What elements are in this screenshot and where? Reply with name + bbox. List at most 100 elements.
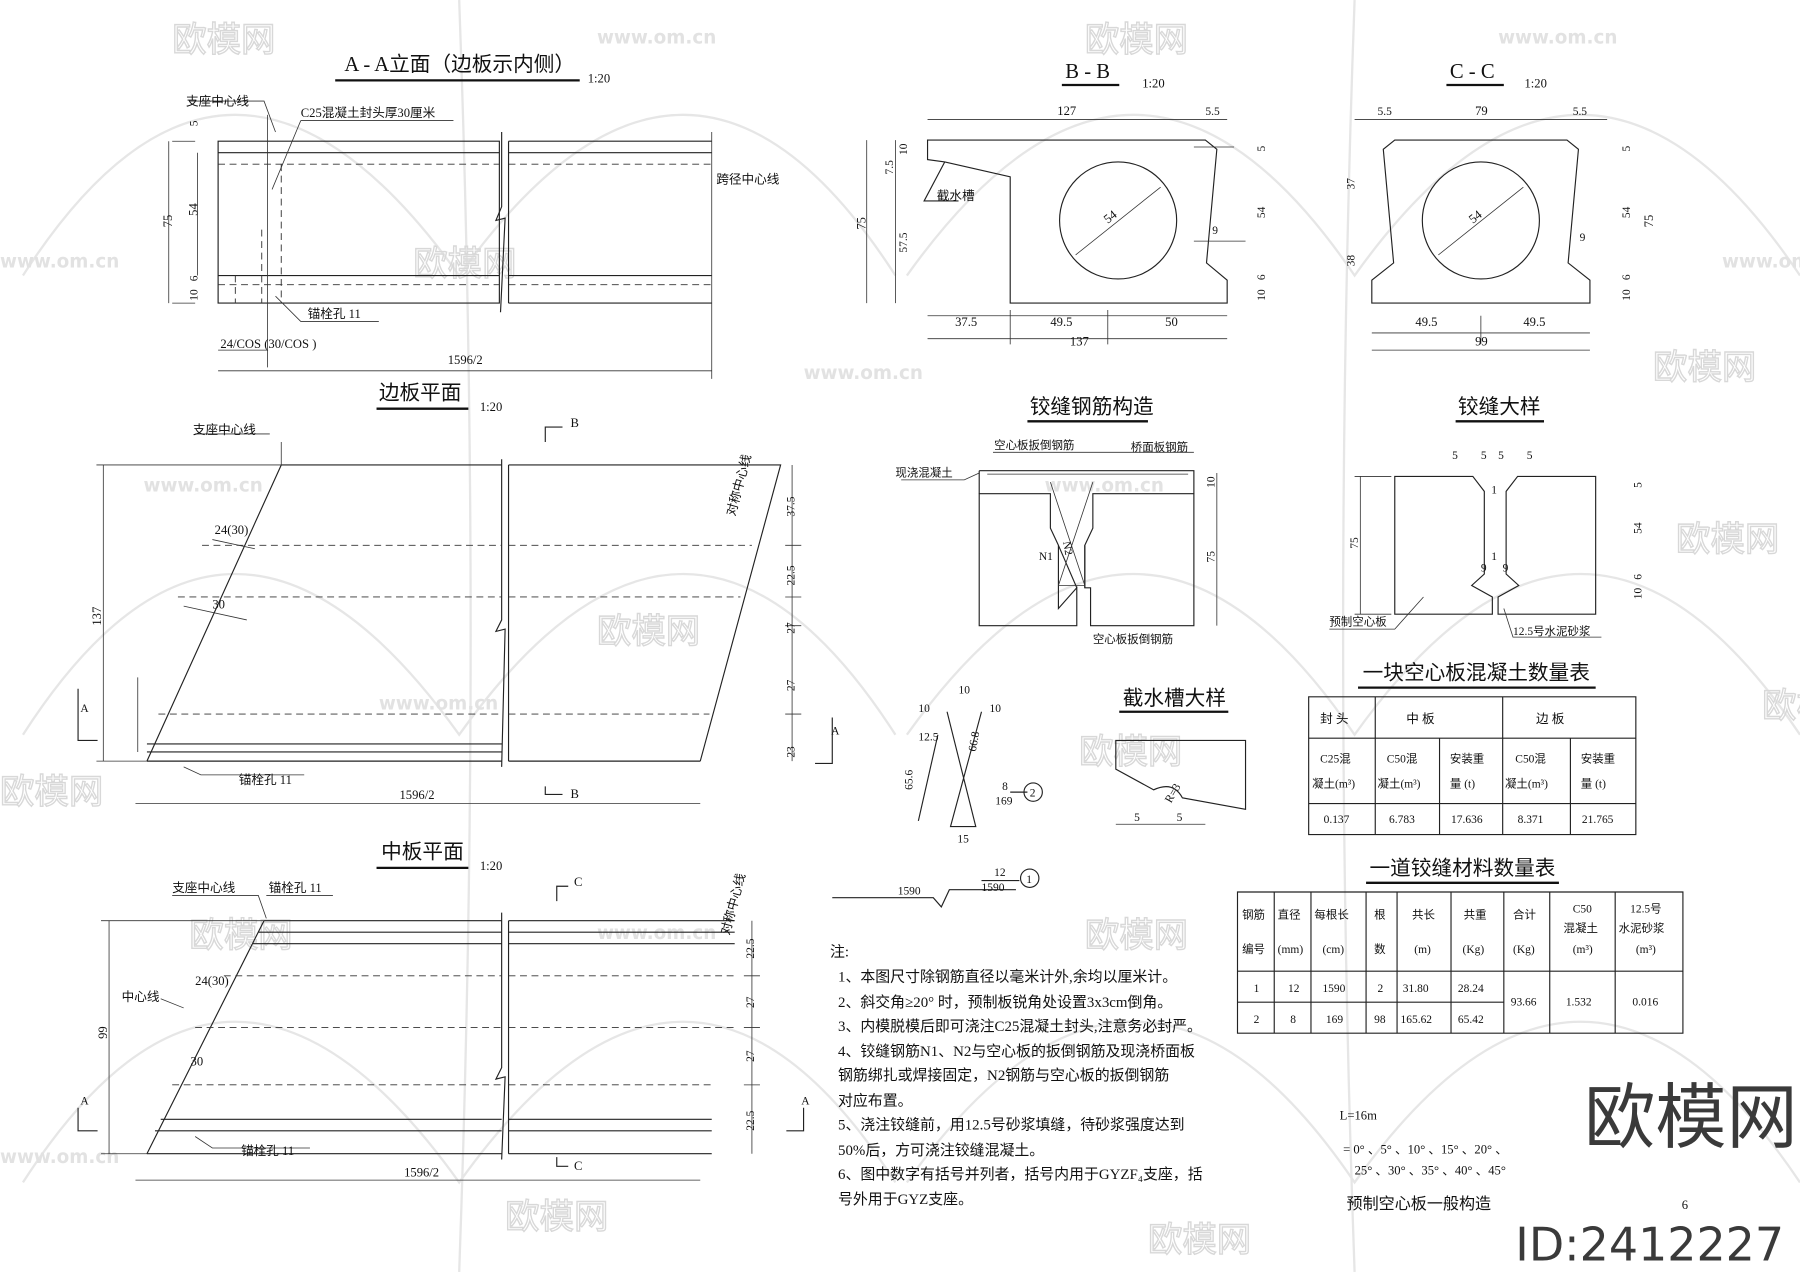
label-title_block-drawing_title: 预制空心板一般构造 [1347,1195,1492,1213]
label-cc-right-2: 75 [1642,215,1656,228]
label-rebar_shapes-n1-3: 1 [1026,874,1032,886]
label-watermark-url: www.om.cn [597,28,716,49]
label-bb-top-1: 5.5 [1205,106,1220,118]
label-aa-seal_note: C25混凝土封头厚30厘米 [301,105,436,120]
label-bb-title: B - B [1065,61,1110,83]
label-edge_plan-right_dims-4: 23 [785,746,797,758]
label-cc-title: C - C [1450,61,1495,83]
label-material_table-headers-7-2: (m³) [1573,944,1593,956]
rebar-shapes: 10 10 10 12.5 66.8 65.6 15 8 169 2 1590 … [832,684,1043,908]
label-watermark-brand: 欧模网 [505,1197,608,1237]
label-watermark-url: www.om.cn [1722,252,1800,273]
label-bb-left-1: 10 [898,143,910,155]
label-concrete_table-headers-0-0: C25混 [1320,752,1351,765]
label-watermark-url: www.om.cn [0,252,119,273]
label-notes-heading: 注: [830,943,849,960]
label-watermark-url: www.om.cn [597,923,716,944]
label-material_table-mortar: 0.016 [1632,997,1658,1009]
label-mid_plan-width: 99 [96,1026,110,1039]
label-hinge_detail-mid-1: 1 [1491,551,1497,563]
label-notes-lines-1: 2、斜交角≥20° 时，预制板锐角处设置3x3cm倒角。 [838,993,1172,1011]
label-watermark-url: www.om.cn [804,363,923,384]
label-concrete_table-headers-1-1: 凝土(m³) [1378,777,1421,791]
label-material_table-rows-0-3: 2 [1378,983,1384,995]
label-watermark-url: www.om.cn [143,475,262,496]
label-material_table-headers-4-1: (m) [1414,944,1431,956]
label-watermark-url: www.om.cn [379,693,498,714]
label-material_table-headers-3-1: 数 [1374,942,1386,956]
label-notes-lines-9: 号外用于GYZ支座。 [838,1191,973,1208]
label-hinge_detail-right-3: 6 [1633,574,1645,580]
label-hinge_detail-right-0: 5 [1633,482,1645,488]
label-hinge_detail-right-1: 54 [1633,522,1645,534]
label-concrete_table-headers-2-1: 量 (t) [1450,778,1475,791]
label-hinge_rebar-labels-5: 空心板扳倒钢筋 [1093,632,1173,646]
label-cc-bottom-2: 99 [1475,335,1488,349]
label-hinge_detail-top_dims-0: 5 [1452,450,1458,462]
label-edge_plan-sec_a: A [80,703,89,715]
label-hinge_detail-title: 铰缝大样 [1458,395,1541,418]
label-rebar_shapes-n2-9: 2 [1030,788,1036,800]
label-watermark-brand: 欧模网 [1653,348,1756,388]
label-bb-right-1: 54 [1256,206,1268,218]
label-mid_plan-support_center: 支座中心线 [172,881,235,895]
watermark-logo: 欧模网 [1584,1076,1797,1159]
label-concrete_table-headers-3-1: 凝土(m³) [1505,777,1548,791]
label-hinge_detail-top_dims-2: 5 [1498,450,1504,462]
label-edge_plan-sec_a: A [831,726,840,738]
label-notes-lines-5: 对应布置。 [838,1092,913,1110]
label-concrete_table-values-1: 6.783 [1389,814,1415,826]
label-cc-top-2: 5.5 [1573,106,1588,118]
label-edge_plan-d1: 24(30) [215,523,249,537]
label-material_table-total: 93.66 [1511,997,1537,1009]
label-concrete_table-values-3: 8.371 [1518,814,1544,826]
label-concrete_table-groups-2: 边 板 [1536,712,1565,726]
hinge-rebar-detail: 铰缝钢筋构造 空心板扳倒钢筋 桥面板钢筋 现浇混凝土 N1 N2 空心板扳倒钢筋… [895,395,1217,646]
label-watermark-brand: 欧模网 [189,916,292,956]
label-mid_plan-anchor: 锚栓孔 11 [241,1144,294,1158]
label-watermark-brand: 欧模网 [1148,1220,1251,1260]
label-mid_plan-length: 1596/2 [404,1166,439,1180]
label-material_table-headers-0-0: 钢筋 [1242,907,1265,921]
watermark-id: ID:2412227 [1515,1217,1784,1271]
label-edge_plan-sec_b: B [571,787,579,801]
label-edge_plan-right_dims-2: 27 [785,622,797,634]
label-hinge_rebar-labels-0: 空心板扳倒钢筋 [994,438,1074,452]
label-watermark-brand: 欧模网 [1762,687,1800,727]
label-concrete_table-title: 一块空心板混凝土数量表 [1363,662,1590,685]
label-cc-left-0: 37 [1346,178,1358,190]
groove-detail: 截水槽大样 R=3 5 5 [1115,687,1247,825]
label-concrete_table-headers-1-0: C50混 [1387,752,1418,765]
label-edge_plan-right_dims-1: 22.5 [785,565,797,585]
label-watermark-brand: 欧模网 [172,21,275,61]
label-groove_detail-title: 截水槽大样 [1123,687,1226,710]
label-material_table-headers-0-1: 编号 [1242,942,1265,956]
label-cc-right-0: 5 [1621,146,1633,152]
label-cc-right-3: 10 [1621,289,1633,301]
label-hinge_detail-top_dims-1: 5 [1481,450,1487,462]
label-hinge_detail-labels-1: 12.5号水泥砂浆 [1513,624,1591,638]
label-watermark-url: www.om.cn [1498,28,1617,49]
label-bb-bottom-0: 37.5 [955,315,977,329]
label-rebar_shapes-n2-6: 15 [957,834,969,846]
label-material_table-rows-0-5: 28.24 [1458,983,1484,995]
label-hinge_detail-mid-3: 9 [1503,563,1509,575]
label-material_table-rows-1-1: 8 [1290,1014,1296,1026]
label-mid_plan-d1: 24(30) [195,974,229,988]
label-material_table-headers-2-0: 每根长 [1314,907,1349,921]
label-mid_plan-sec_c: C [574,875,582,889]
concrete-quantity-table: 一块空心板混凝土数量表 封 头 中 板 边 板 C25混凝土(m³) C50混凝… [1308,662,1637,836]
aa-title: A - A立面（边板示内侧） [344,53,575,76]
label-aa-anchor: 锚栓孔 11 [308,307,361,321]
label-hinge_rebar-labels-3: N1 [1039,551,1053,563]
label-aa-dims-3: 10 [188,289,200,301]
label-watermark-brand: 欧模网 [1085,916,1188,956]
label-notes-lines-6: 5、浇注铰缝前，用12.5号砂浆填缝，待砂浆强度达到 [838,1116,1185,1134]
label-material_table-headers-8-2: (m³) [1636,944,1656,956]
label-material_table-rows-0-1: 12 [1288,983,1300,995]
label-rebar_shapes-n2-7: 8 [1002,781,1008,793]
label-bb-right-2: 10 [1256,289,1268,301]
label-bb-web: 9 [1212,225,1218,237]
section-aa-elevation: A - A立面（边板示内侧） 1:20 支座中心线 C25混凝土封头厚30厘米 … [161,53,780,379]
label-mid_plan-right_dims-2: 27 [745,1050,757,1062]
